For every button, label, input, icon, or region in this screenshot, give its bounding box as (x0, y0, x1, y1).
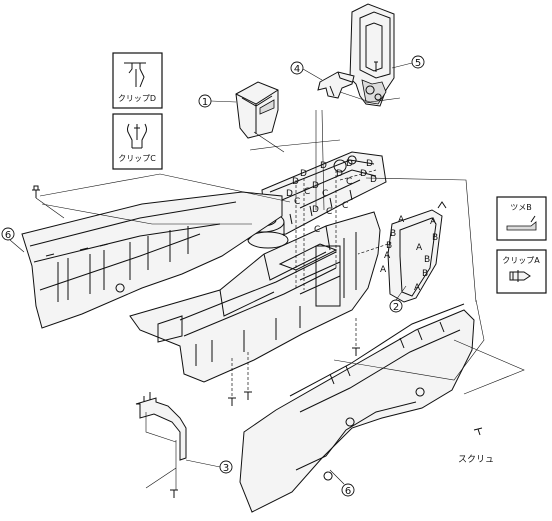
fastener-b-label: B (422, 269, 428, 279)
fastener-a-label: A (430, 217, 437, 227)
fastener-d-label: D (292, 177, 299, 187)
fastener-letters: D D D D D D D D D D C C C C D C C C A A … (286, 159, 438, 293)
legend-clip-d: クリップD (112, 52, 163, 109)
fastener-a-label: A (398, 215, 405, 225)
fastener-d-label: D (286, 189, 293, 199)
leader-lines (35, 91, 525, 490)
fastener-c-label: C (346, 177, 352, 187)
fastener-c-label: C (294, 197, 300, 207)
svg-text:1: 1 (202, 97, 208, 108)
screw-label: スクリュ (458, 454, 494, 465)
part-6-right-side-panel (239, 303, 475, 513)
part-3-bracket (135, 392, 187, 461)
callout-3: 3 (185, 459, 233, 474)
fastener-d-label: D (336, 169, 343, 179)
fastener-d-label: D (320, 161, 327, 171)
svg-text:3: 3 (223, 463, 229, 474)
fastener-b-label: B (390, 229, 396, 239)
fastener-d-label: D (346, 159, 353, 169)
fastener-b-label: B (386, 241, 392, 251)
callout-6-left: 6 (1, 227, 25, 253)
fastener-c-label: C (314, 225, 320, 235)
fastener-a-label: A (384, 251, 391, 261)
clip-c-label: クリップC (118, 154, 156, 163)
svg-text:4: 4 (294, 64, 300, 75)
legend-claw-b: ツメB (496, 196, 547, 241)
claw-b-label: ツメB (510, 203, 532, 212)
fastener-a-label: A (380, 265, 387, 275)
fastener-c-label: C (342, 201, 348, 211)
fastener-d-label: D (370, 175, 377, 185)
fastener-d-label: D (312, 181, 319, 191)
fastener-a-label: A (414, 283, 421, 293)
screws (32, 185, 483, 498)
callout-1: 1 (198, 94, 237, 108)
fastener-a-label: A (416, 243, 423, 253)
fastener-b-label: B (432, 233, 438, 243)
fastener-c-label: C (326, 207, 332, 217)
fastener-c-label: C (322, 189, 328, 199)
fastener-d-label: D (300, 169, 307, 179)
fastener-b-label: B (424, 255, 430, 265)
callout-2: 2 (389, 285, 407, 313)
clip-d-label: クリップD (118, 94, 156, 103)
part-4-bracket (317, 71, 355, 99)
part-2-trim-panel (387, 201, 447, 303)
lower-console-body (129, 211, 381, 383)
fastener-d-label: D (366, 159, 373, 169)
legend-clip-c: クリップC (112, 113, 163, 170)
callout-4: 4 (290, 61, 323, 81)
svg-text:6: 6 (5, 230, 11, 241)
callout-6-bottom: 6 (329, 469, 355, 497)
part-5-hinge-bracket (349, 3, 395, 107)
svg-text:5: 5 (415, 58, 421, 69)
fastener-c-label: C (304, 187, 310, 197)
upper-console-frame (261, 151, 387, 237)
svg-text:2: 2 (393, 302, 399, 313)
callout-5: 5 (391, 55, 425, 69)
part-6-left-side-panel (21, 191, 283, 329)
fastener-d-label: D (360, 169, 367, 179)
fastener-d-label: D (312, 205, 319, 215)
svg-text:6: 6 (345, 486, 351, 497)
legend-clip-a: クリップA (496, 249, 547, 294)
part-1-cup-holder (235, 81, 279, 139)
clip-a-label: クリップA (502, 256, 540, 265)
